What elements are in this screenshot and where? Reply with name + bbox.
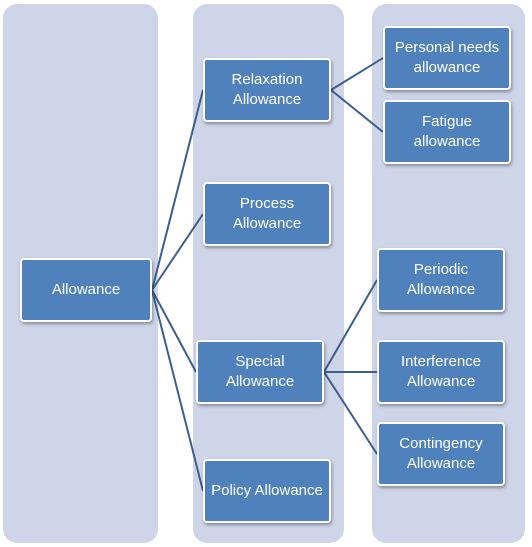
connector-allowance-relaxation <box>151 89 204 291</box>
node-interference-allowance: Interference Allowance <box>377 340 505 404</box>
connector-allowance-special <box>151 289 197 373</box>
node-interference-allowance-label: Interference Allowance <box>400 353 482 390</box>
node-personal-needs-allowance: Personal needs allowance <box>383 26 511 90</box>
connector-special-periodic <box>323 279 378 373</box>
node-allowance: Allowance <box>20 258 152 322</box>
node-relaxation-allowance-label: Relaxation Allowance <box>231 71 303 108</box>
connector-special-contingency <box>323 371 378 455</box>
connector-allowance-process <box>151 213 204 291</box>
node-relaxation-allowance: Relaxation Allowance <box>203 58 331 122</box>
node-contingency-allowance: Contingency Allowance <box>377 422 505 486</box>
node-process-allowance: Process Allowance <box>203 182 331 246</box>
node-periodic-allowance: Periodic Allowance <box>377 248 505 312</box>
node-fatigue-allowance: Fatigue allowance <box>383 100 511 164</box>
node-process-allowance-label: Process Allowance <box>232 195 302 232</box>
node-special-allowance-label: Special Allowance <box>225 353 295 390</box>
connector-relaxation-personal <box>330 57 384 91</box>
node-personal-needs-allowance-label: Personal needs allowance <box>394 39 500 76</box>
node-allowance-label: Allowance <box>51 281 121 298</box>
connector-relaxation-fatigue <box>330 89 384 133</box>
node-periodic-allowance-label: Periodic Allowance <box>406 261 476 298</box>
connector-allowance-policy <box>151 289 204 492</box>
node-contingency-allowance-label: Contingency Allowance <box>399 435 483 472</box>
node-policy-allowance-label: Policy Allowance <box>211 482 323 499</box>
node-fatigue-allowance-label: Fatigue allowance <box>413 113 481 150</box>
node-special-allowance: Special Allowance <box>196 340 324 404</box>
node-policy-allowance: Policy Allowance <box>203 459 331 523</box>
